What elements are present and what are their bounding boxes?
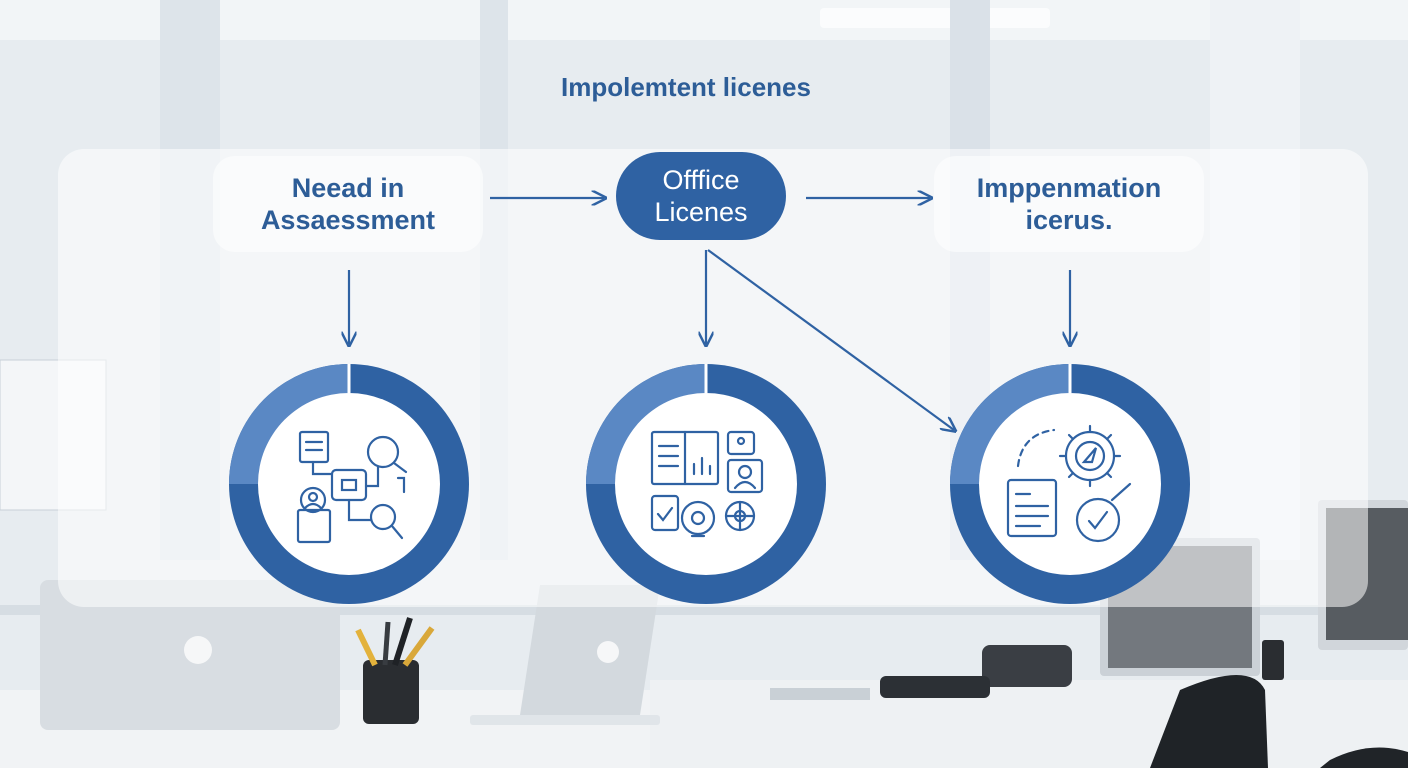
stage-need-assessment: Neead in Assaessment [213, 156, 483, 252]
diagram-title: Impolemtent licenes [561, 72, 811, 102]
stage-label: Neead in Assaessment [260, 173, 436, 235]
stage-label: Offfice Licenes [654, 165, 748, 227]
stage-office-licenses: Offfice Licenes [616, 152, 786, 240]
stage-label: Imppenmation icerus. [976, 173, 1162, 235]
stage-implementation: Imppenmation icerus. [934, 156, 1204, 252]
